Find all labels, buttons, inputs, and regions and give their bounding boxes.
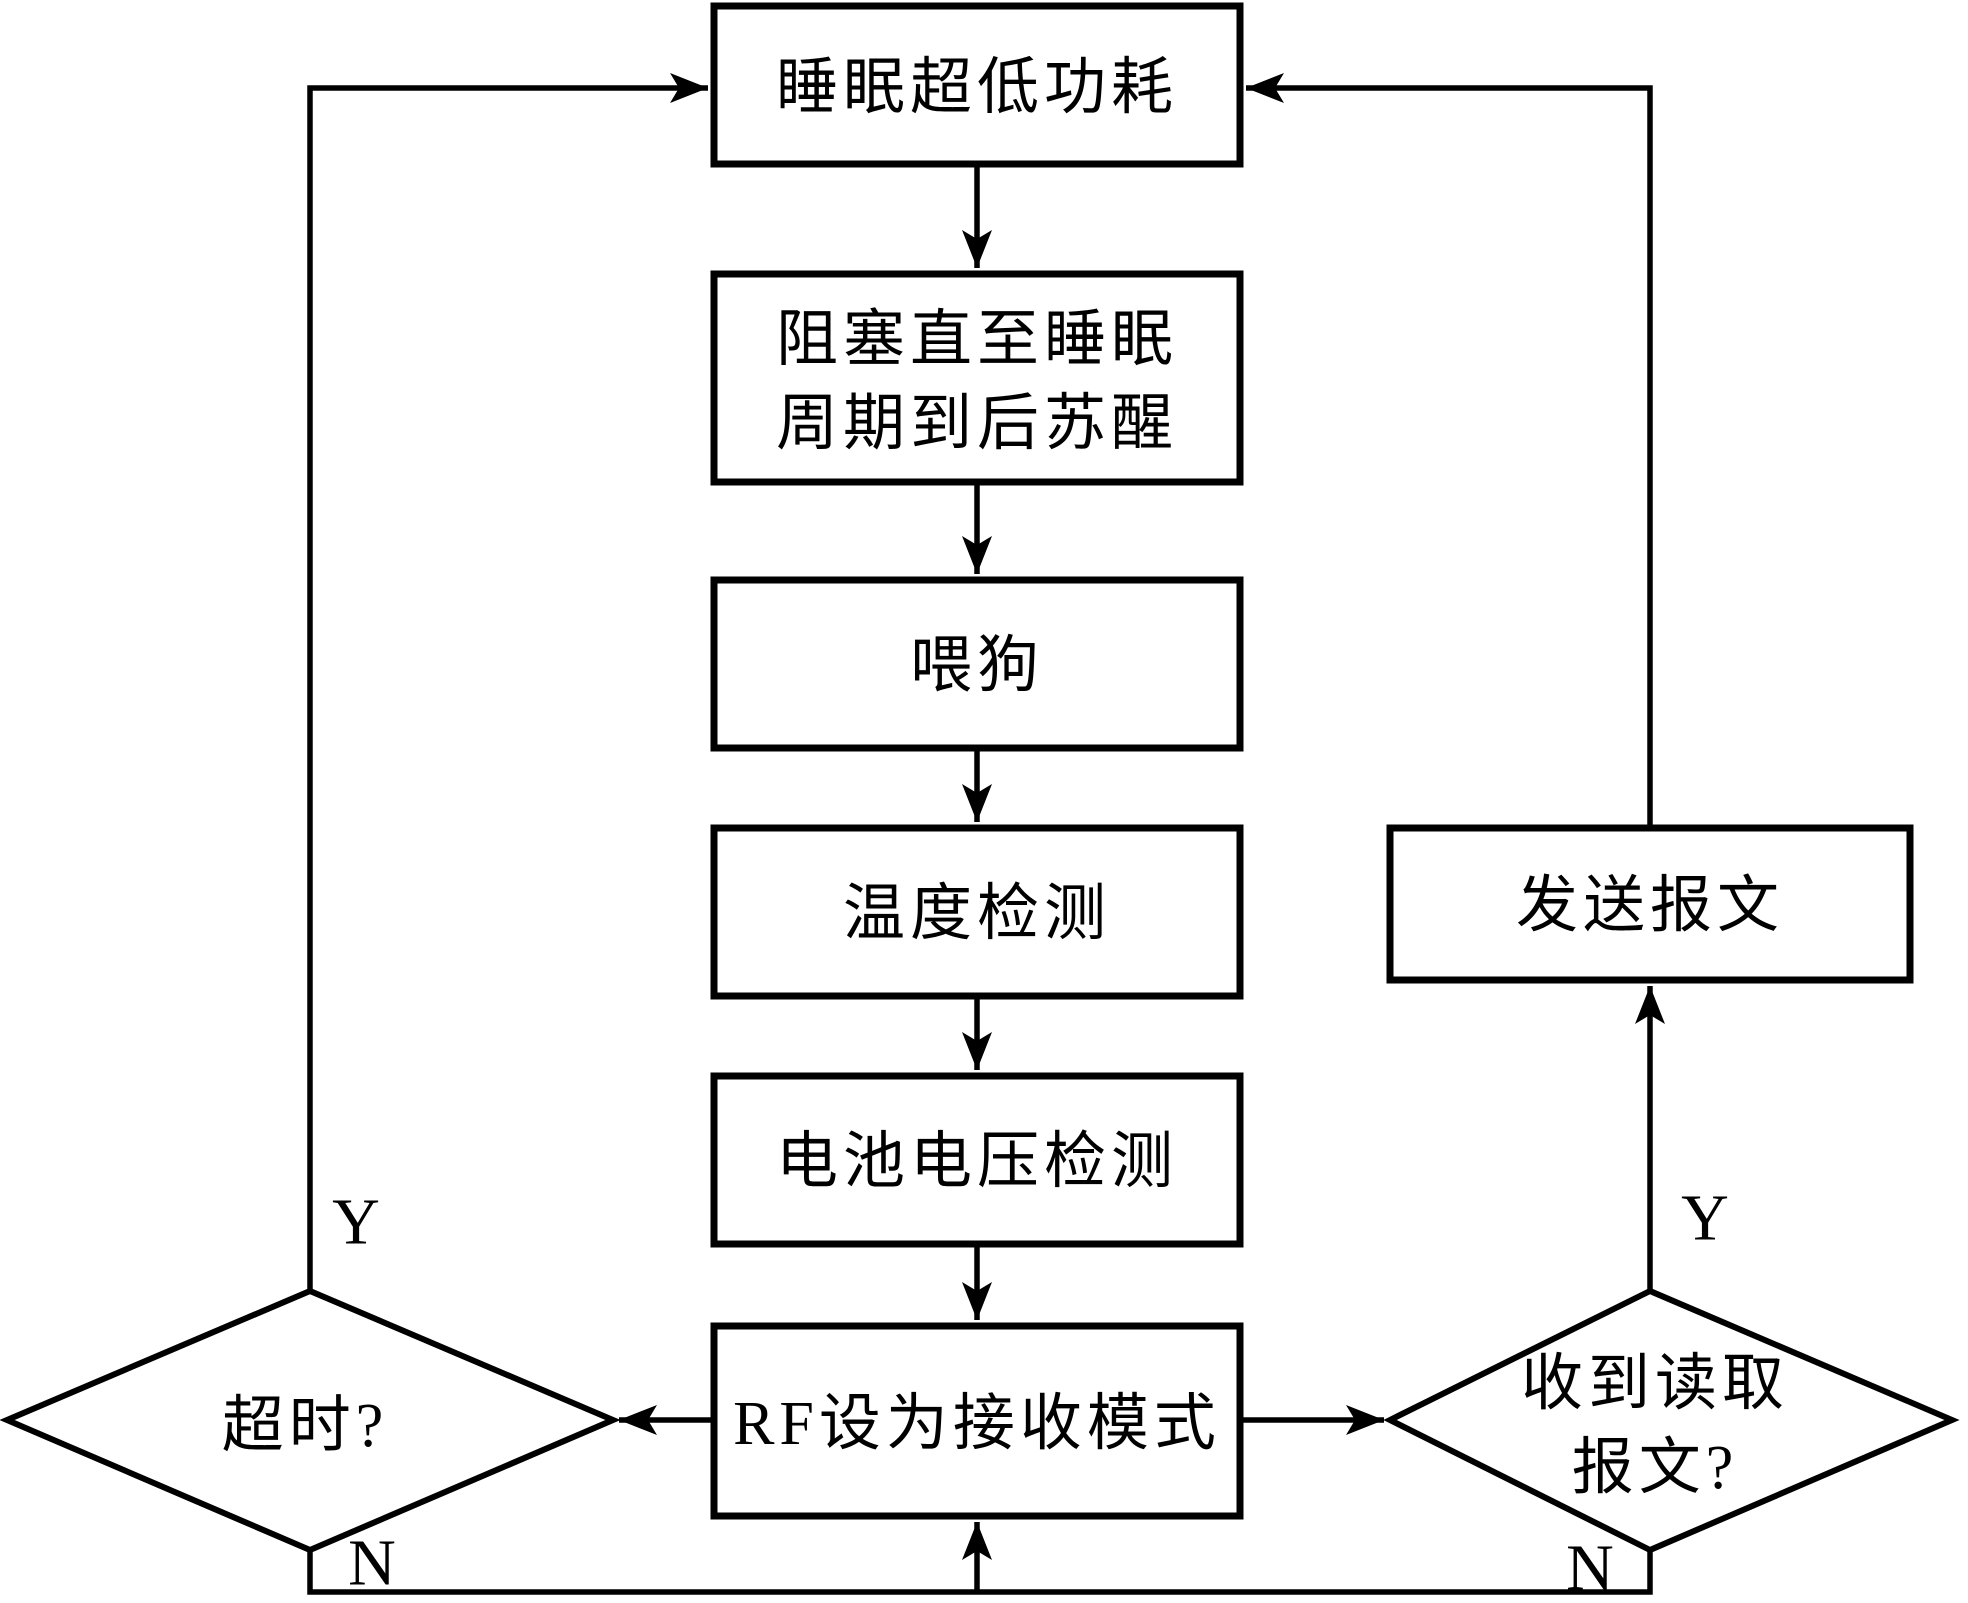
node-sleep-ultra-low-power: 睡眠超低功耗 — [710, 2, 1244, 168]
edge-send-to-sleep — [1246, 73, 1653, 828]
node-block-until-wake: 阻塞直至睡眠 周期到后苏醒 — [710, 270, 1244, 486]
node-send-message: 发送报文 — [1386, 824, 1914, 984]
timeout-decision-diamond — [0, 1287, 621, 1554]
received-decision-diamond — [1383, 1287, 1960, 1554]
node-battery-voltage-detection: 电池电压检测 — [710, 1072, 1244, 1248]
received-decision-label-line1: 收到读取 — [1521, 1350, 1789, 1418]
sleep-box — [710, 2, 1244, 168]
node-timeout-decision: 超时? — [0, 1287, 621, 1554]
received-decision-label-line2: 报文? — [1572, 1434, 1739, 1502]
node-rf-receive-mode: RF设为接收模式 — [710, 1322, 1244, 1520]
edge-timeout-yes-to-sleep — [307, 73, 708, 1291]
feed-watchdog-label: 喂狗 — [910, 632, 1044, 700]
temperature-detection-box — [710, 824, 1244, 1000]
block-until-wake-label-line1: 阻塞直至睡眠 — [776, 306, 1178, 374]
sleep-box-label: 睡眠超低功耗 — [776, 54, 1178, 122]
feed-watchdog-box — [710, 576, 1244, 752]
temperature-detection-label: 温度检测 — [843, 880, 1111, 948]
battery-voltage-detection-label: 电池电压检测 — [776, 1128, 1178, 1196]
edge-bottom-n-bus — [307, 1550, 1653, 1595]
label-timeout-no: N — [348, 1527, 396, 1600]
node-received-message-decision: 收到读取 报文? — [1383, 1287, 1960, 1554]
label-received-no: N — [1566, 1532, 1614, 1603]
battery-voltage-detection-box — [710, 1072, 1244, 1248]
label-received-yes: Y — [1681, 1182, 1729, 1255]
send-message-box — [1386, 824, 1914, 984]
send-message-label: 发送报文 — [1516, 872, 1784, 940]
node-feed-watchdog: 喂狗 — [710, 576, 1244, 752]
block-until-wake-label-line2: 周期到后苏醒 — [776, 390, 1178, 458]
rf-receive-mode-box — [710, 1322, 1244, 1520]
label-timeout-yes: Y — [332, 1186, 380, 1259]
block-until-wake-box — [710, 270, 1244, 486]
timeout-decision-label: 超时? — [222, 1392, 389, 1460]
node-temperature-detection: 温度检测 — [710, 824, 1244, 1000]
rf-receive-mode-label: RF设为接收模式 — [733, 1390, 1221, 1458]
